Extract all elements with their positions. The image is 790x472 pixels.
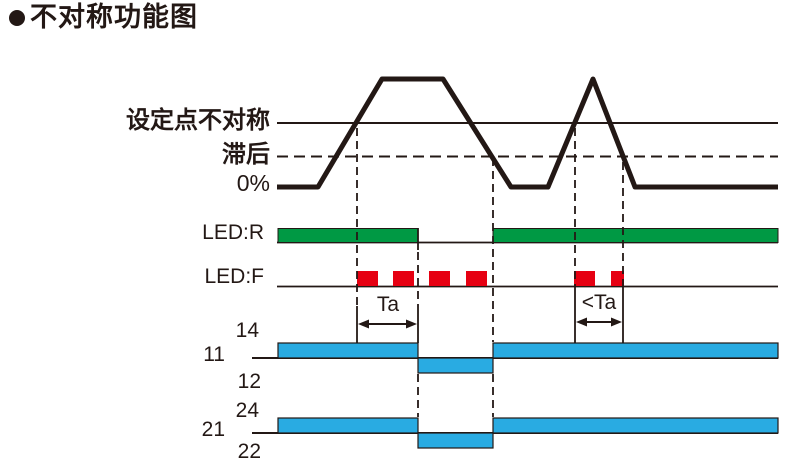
- relay2-nc-terminal-label: 22: [237, 440, 261, 463]
- led-r-label: LED:R: [202, 221, 264, 244]
- relay1-nc-terminal-label: 12: [237, 370, 261, 393]
- ta-arrowhead-left: [358, 319, 369, 329]
- page-title: 不对称功能图: [30, 2, 198, 32]
- relay1-no-terminal-label: 14: [235, 319, 259, 342]
- led-f-label: LED:F: [204, 265, 264, 288]
- relay1-nc-bar: [417, 357, 494, 374]
- lt-ta-arrowhead-left: [576, 317, 587, 327]
- relay1-no-bar-2: [492, 342, 779, 359]
- relay2-no-bar-2: [492, 417, 779, 434]
- relay2-no-bar-1: [277, 417, 419, 434]
- ta-label: Ta: [376, 293, 400, 316]
- bullet-icon: [9, 10, 25, 26]
- less-than-ta-label: <Ta: [581, 291, 617, 314]
- relay2-common-terminal-label: 21: [201, 418, 225, 441]
- relay2-no-terminal-label: 24: [235, 399, 259, 422]
- led-f-blink-block: [611, 271, 624, 286]
- setpoint-label: 设定点不对称: [126, 107, 270, 134]
- led-r-on-bar-2: [492, 228, 779, 243]
- led-f-blink-block: [429, 271, 450, 286]
- zero-percent-label: 0%: [236, 170, 270, 196]
- signal-waveform: [277, 76, 778, 190]
- led-f-blink-block: [466, 271, 487, 286]
- relay1-no-bar-1: [277, 342, 419, 359]
- ta-arrowhead-right: [406, 319, 417, 329]
- led-f-blink-block: [393, 271, 414, 286]
- lt-ta-arrowhead-right: [611, 317, 622, 327]
- led-f-blink-block: [574, 271, 595, 286]
- led-r-on-bar-1: [277, 228, 419, 243]
- led-f-blink-block: [357, 271, 378, 286]
- relay1-common-terminal-label: 11: [203, 343, 225, 366]
- relay2-nc-bar: [417, 432, 494, 449]
- hysteresis-label: 滞后: [222, 141, 270, 168]
